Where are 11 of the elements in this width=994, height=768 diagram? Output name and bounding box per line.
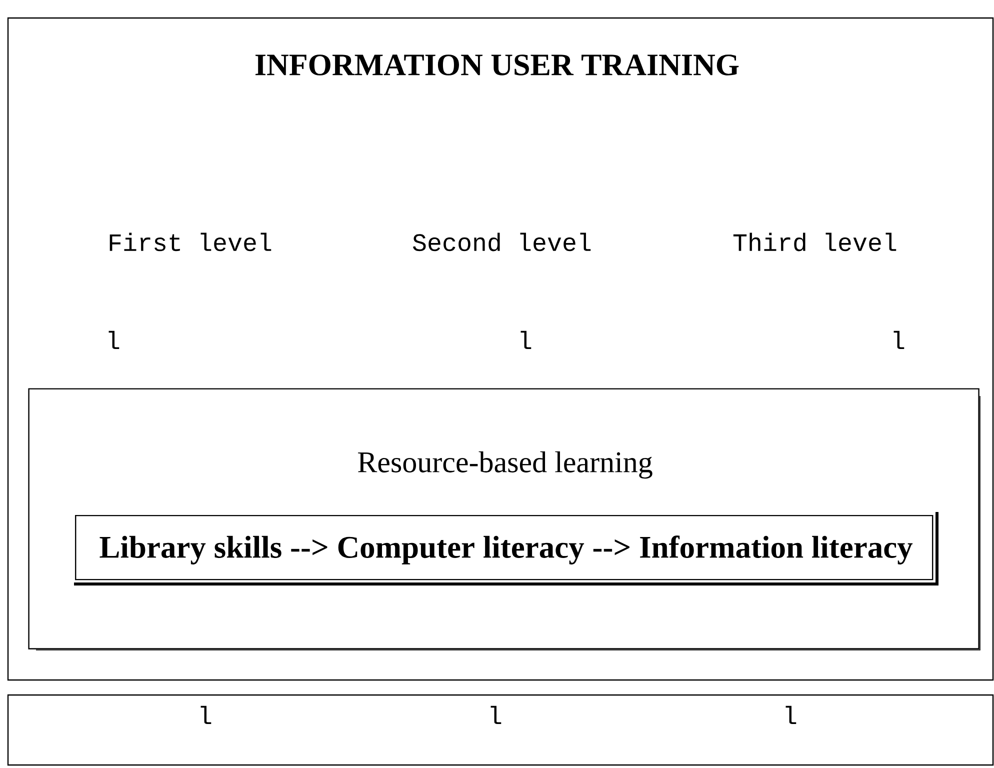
level-label: First level (110, 232, 272, 252)
heading: INFORMATION USER TRAINING (256, 54, 739, 76)
level-label: l (108, 330, 120, 350)
level-label: l (786, 706, 796, 724)
level-label: l (520, 330, 532, 350)
level-label: Second level (412, 232, 591, 252)
level-label: l (200, 706, 212, 724)
level-label: Third level (733, 232, 896, 252)
level-label: l (894, 330, 904, 350)
box-heading: Resource-based learning (358, 451, 652, 479)
level-label: l (490, 706, 502, 724)
